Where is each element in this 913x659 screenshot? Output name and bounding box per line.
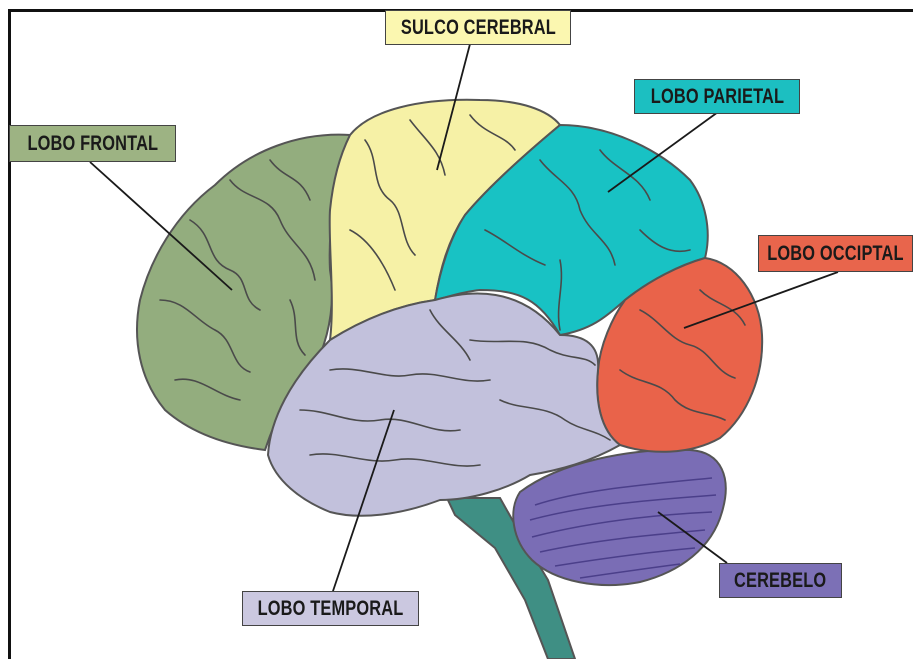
label-lobo-frontal: LOBO FRONTAL [9,125,176,162]
label-lobo-frontal-text: LOBO FRONTAL [27,133,158,154]
label-lobo-parietal-text: LOBO PARIETAL [650,86,783,107]
label-lobo-temporal: LOBO TEMPORAL [242,591,419,626]
label-lobo-occiptal-text: LOBO OCCIPTAL [767,243,903,264]
label-lobo-occiptal: LOBO OCCIPTAL [758,235,913,272]
label-sulco-cerebral: SULCO CEREBRAL [385,10,571,45]
label-sulco-cerebral-text: SULCO CEREBRAL [400,17,555,38]
label-lobo-temporal-text: LOBO TEMPORAL [258,598,404,619]
label-cerebelo-text: CEREBELO [734,570,826,591]
label-cerebelo: CEREBELO [719,563,842,598]
label-lobo-parietal: LOBO PARIETAL [634,79,800,114]
